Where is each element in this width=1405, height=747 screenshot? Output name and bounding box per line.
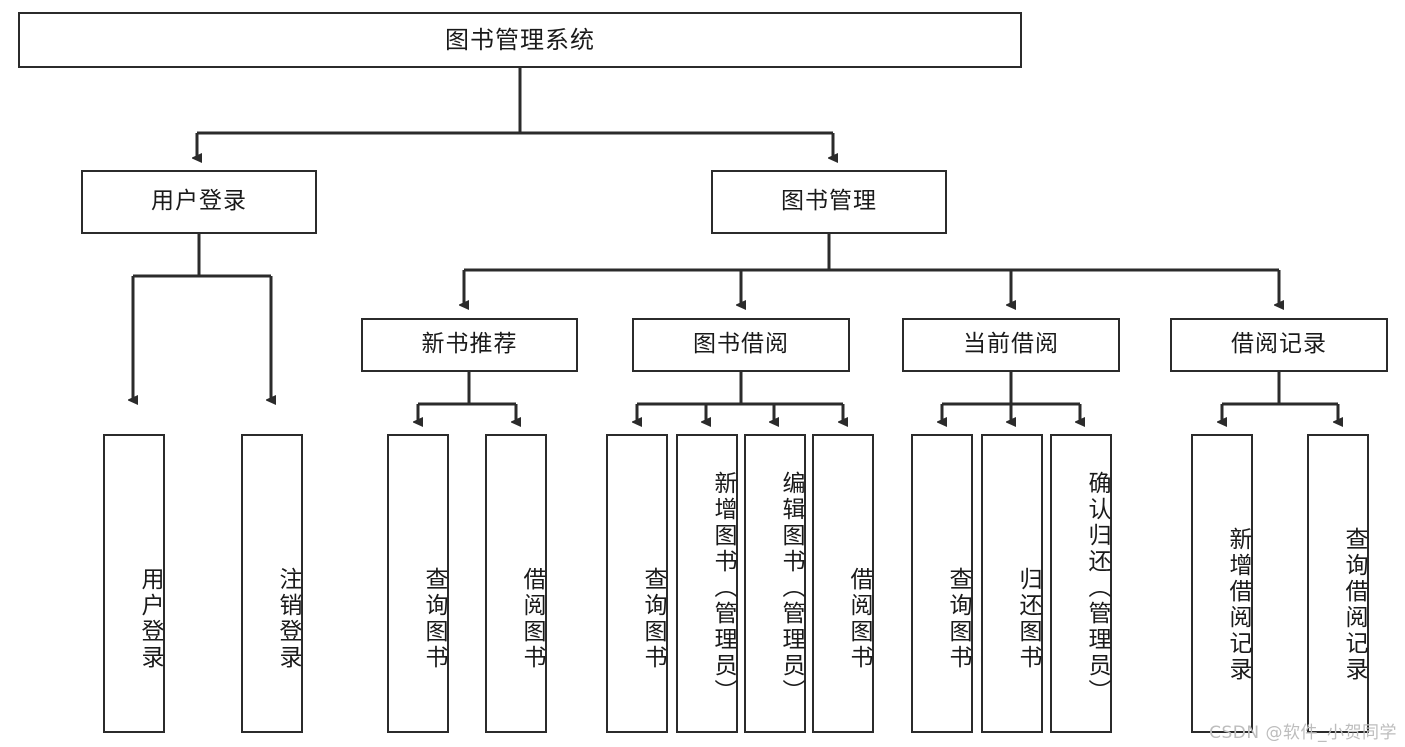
node-new-book-recommend[interactable]: 新书推荐 — [361, 318, 578, 372]
leaf-confirm-return-admin[interactable]: 确认归还（管理员） — [1050, 434, 1112, 733]
leaf-label: 用户登录 — [137, 566, 163, 671]
node-book-borrow[interactable]: 图书借阅 — [632, 318, 850, 372]
leaf-add-borrow-record[interactable]: 新增借阅记录 — [1191, 434, 1253, 733]
leaf-label: 新增图书（管理员） — [710, 470, 736, 705]
leaf-user-logout-action[interactable]: 注销登录 — [241, 434, 303, 733]
leaf-label: 查询图书 — [421, 566, 447, 671]
node-root-system[interactable]: 图书管理系统 — [18, 12, 1022, 68]
leaf-query-book-borrow[interactable]: 查询图书 — [606, 434, 668, 733]
node-user-login[interactable]: 用户登录 — [81, 170, 317, 234]
leaf-label: 注销登录 — [275, 566, 301, 671]
leaf-user-login-action[interactable]: 用户登录 — [103, 434, 165, 733]
leaf-add-book-admin[interactable]: 新增图书（管理员） — [676, 434, 738, 733]
leaf-label: 归还图书 — [1015, 566, 1041, 671]
leaf-query-book-current[interactable]: 查询图书 — [911, 434, 973, 733]
leaf-borrow-book-action[interactable]: 借阅图书 — [812, 434, 874, 733]
leaf-edit-book-admin[interactable]: 编辑图书（管理员） — [744, 434, 806, 733]
node-borrow-record[interactable]: 借阅记录 — [1170, 318, 1388, 372]
leaf-query-book-recommend[interactable]: 查询图书 — [387, 434, 449, 733]
leaf-return-book[interactable]: 归还图书 — [981, 434, 1043, 733]
leaf-label: 新增借阅记录 — [1225, 526, 1251, 683]
leaf-label: 编辑图书（管理员） — [778, 470, 804, 705]
node-current-borrow[interactable]: 当前借阅 — [902, 318, 1120, 372]
leaf-label: 确认归还（管理员） — [1084, 470, 1110, 705]
leaf-label: 借阅图书 — [519, 566, 545, 671]
leaf-label: 查询借阅记录 — [1341, 526, 1367, 683]
leaf-label: 借阅图书 — [846, 566, 872, 671]
csdn-watermark: CSDN @软件_小贺同学 — [1209, 723, 1397, 743]
leaf-label: 查询图书 — [945, 566, 971, 671]
leaf-label: 查询图书 — [640, 566, 666, 671]
node-book-management[interactable]: 图书管理 — [711, 170, 947, 234]
leaf-query-borrow-record[interactable]: 查询借阅记录 — [1307, 434, 1369, 733]
leaf-borrow-book-recommend[interactable]: 借阅图书 — [485, 434, 547, 733]
